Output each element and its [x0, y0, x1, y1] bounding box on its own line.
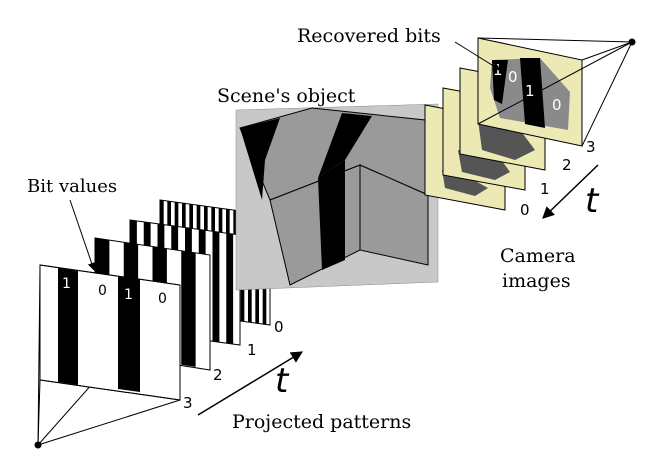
recovered-bit-3: 0	[552, 96, 562, 114]
pattern-index-1: 1	[247, 341, 257, 359]
front-bit-2: 1	[124, 287, 133, 303]
projector-center	[34, 441, 42, 449]
recovered-bit-1: 0	[508, 68, 518, 86]
camera-images-label-line2: images	[502, 270, 571, 292]
projector-time-symbol: t	[275, 361, 290, 401]
camera-index-3: 3	[586, 138, 596, 156]
bit-values-arrow	[69, 199, 96, 271]
scene-object-label: Scene's object	[217, 85, 356, 107]
bit-values-label: Bit values	[27, 176, 117, 197]
pattern-index-0: 0	[274, 318, 284, 336]
camera-center	[628, 38, 636, 46]
front-bit-3: 0	[158, 291, 167, 307]
camera-index-2: 2	[562, 156, 572, 174]
front-bit-0: 1	[62, 276, 71, 292]
camera-index-0: 0	[520, 201, 530, 219]
projected-patterns-label: Projected patterns	[232, 411, 411, 433]
camera-image-3	[477, 37, 583, 147]
front-bit-1: 0	[98, 283, 107, 299]
recovered-bit-0: 1	[493, 61, 503, 79]
camera-frustum	[477, 37, 633, 147]
pattern-index-2: 2	[213, 366, 223, 384]
camera-images-label-line1: Camera	[500, 245, 576, 267]
camera-time-arrow	[542, 164, 599, 219]
camera-time-symbol: t	[585, 181, 600, 221]
pattern-index-3: 3	[183, 394, 193, 412]
pattern-slide-3	[39, 264, 181, 401]
recovered-bit-2: 1	[525, 82, 535, 100]
camera-index-1: 1	[540, 180, 550, 198]
recovered-bits-label: Recovered bits	[297, 25, 441, 47]
scene-object	[235, 103, 439, 291]
recovered-bits-arrow	[454, 41, 501, 71]
projector-time-arrow	[197, 351, 304, 416]
